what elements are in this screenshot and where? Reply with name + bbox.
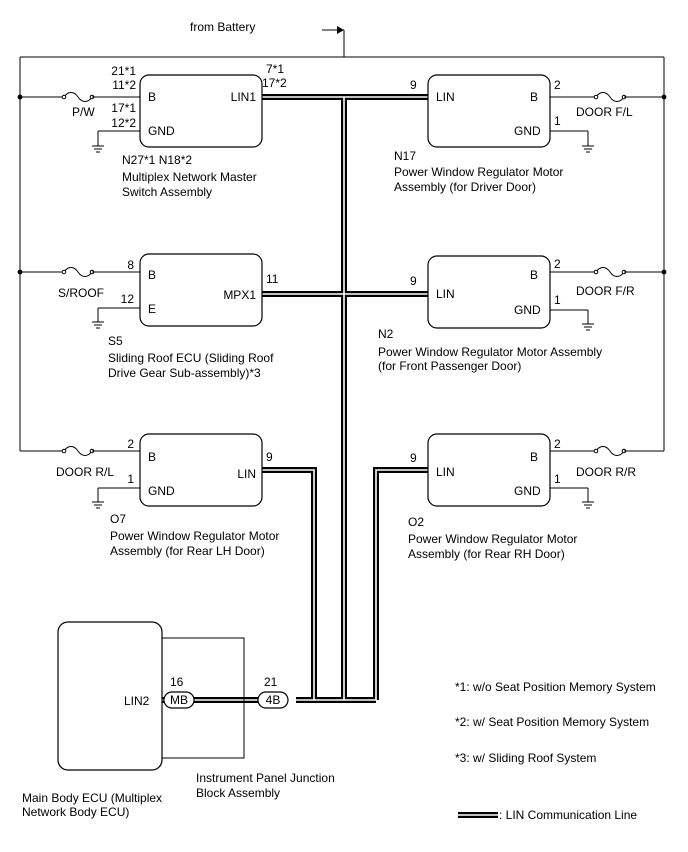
rear-lh-b-pin: 2 xyxy=(127,437,134,451)
rear-lh-gnd-label: GND xyxy=(148,484,175,498)
master-lin-pin-1: 7*1 xyxy=(266,62,284,76)
front-pass-lin-label: LIN xyxy=(436,287,455,301)
main-body-ecu: LIN2 16 21 MB 4B Main Body ECU (Multiple… xyxy=(22,621,335,819)
front-pass-box xyxy=(427,255,551,329)
rear-lh-fuse-label: DOOR R/L xyxy=(56,465,114,479)
rear-rh-lin-label: LIN xyxy=(436,465,455,479)
rear-lh-connector: O7 xyxy=(110,512,126,526)
master-lin-label: LIN1 xyxy=(231,90,257,104)
front-pass-name-2: (for Front Passenger Door) xyxy=(378,359,521,373)
driver-b-label: B xyxy=(530,90,538,104)
front-pass-b-label: B xyxy=(530,268,538,282)
front-pass-name-1: Power Window Regulator Motor Assembly xyxy=(378,345,602,359)
rear-rh-connector: O2 xyxy=(408,515,424,529)
front-pass-gnd-label: GND xyxy=(514,303,541,317)
master-b-label: B xyxy=(148,90,156,104)
main-body-4b-pin: 21 xyxy=(264,675,278,689)
battery-label: from Battery xyxy=(190,20,255,34)
master-switch-box xyxy=(139,74,263,148)
rear-lh-motor: B GND LIN 2 1 9 DOOR R/L O7 Power Window… xyxy=(20,433,279,558)
rear-rh-b-label: B xyxy=(530,450,538,464)
sliding-roof-name-1: Sliding Roof ECU (Sliding Roof xyxy=(108,351,274,365)
sliding-roof-ecu: B E MPX1 8 12 11 S/ROOF S5 Sliding Roof … xyxy=(20,253,279,380)
driver-motor: LIN B GND 9 2 1 DOOR F/L N17 Power Windo… xyxy=(394,74,664,194)
front-pass-motor: LIN B GND 9 2 1 DOOR F/R N2 Power Window… xyxy=(378,255,664,373)
connector-mb xyxy=(163,691,195,709)
rear-rh-box xyxy=(427,433,551,507)
driver-gnd-label: GND xyxy=(514,124,541,138)
sliding-roof-mpx-label: MPX1 xyxy=(223,288,256,302)
sliding-roof-connector: S5 xyxy=(108,334,123,348)
connector-mb-label: MB xyxy=(170,693,188,707)
front-pass-fuse-label: DOOR F/R xyxy=(576,284,635,298)
note-2: *2: w/ Seat Position Memory System xyxy=(455,715,649,729)
master-b-pin-2: 11*2 xyxy=(112,78,136,92)
driver-gnd-pin: 1 xyxy=(554,114,561,128)
master-connector: N27*1 N18*2 xyxy=(122,153,192,167)
master-gnd-label: GND xyxy=(148,124,175,138)
rear-lh-b-label: B xyxy=(148,450,156,464)
rear-lh-lin-pin: 9 xyxy=(266,450,273,464)
rear-rh-name-1: Power Window Regulator Motor xyxy=(408,532,577,546)
rear-lh-name-1: Power Window Regulator Motor xyxy=(110,529,279,543)
driver-box xyxy=(427,74,551,148)
rear-rh-fuse-label: DOOR R/R xyxy=(576,465,636,479)
driver-b-pin: 2 xyxy=(554,78,561,92)
driver-connector: N17 xyxy=(394,149,416,163)
driver-lin-pin: 9 xyxy=(410,78,417,92)
main-body-name-2: Network Body ECU) xyxy=(22,805,129,819)
sliding-roof-box xyxy=(139,253,263,327)
master-name-2: Switch Assembly xyxy=(122,185,212,199)
driver-lin-label: LIN xyxy=(436,90,455,104)
front-pass-gnd-pin: 1 xyxy=(554,293,561,307)
master-fuse-label: P/W xyxy=(72,105,95,119)
rear-rh-motor: LIN B GND 9 2 1 DOOR R/R O2 Power Window… xyxy=(408,433,664,561)
main-body-name-1: Main Body ECU (Multiplex xyxy=(22,791,162,805)
sliding-roof-e-label: E xyxy=(148,302,156,316)
rear-lh-gnd-pin: 1 xyxy=(127,472,134,486)
master-lin-pin-2: 17*2 xyxy=(262,76,287,90)
rear-rh-name-2: Assembly (for Rear RH Door) xyxy=(408,547,565,561)
sliding-roof-b-label: B xyxy=(148,268,156,282)
front-pass-connector: N2 xyxy=(378,327,394,341)
sliding-roof-e-pin: 12 xyxy=(121,292,135,306)
rear-rh-b-pin: 2 xyxy=(554,437,561,451)
master-gnd-pin-2: 12*2 xyxy=(111,116,136,130)
note-3: *3: w/ Sliding Roof System xyxy=(455,751,596,765)
driver-name-1: Power Window Regulator Motor xyxy=(394,165,563,179)
legend-label: : LIN Communication Line xyxy=(499,808,637,822)
rear-lh-box xyxy=(139,433,263,507)
sliding-roof-mpx-pin: 11 xyxy=(266,272,279,286)
rear-rh-lin-pin: 9 xyxy=(410,451,417,465)
sliding-roof-fuse-label: S/ROOF xyxy=(58,286,104,300)
front-pass-b-pin: 2 xyxy=(554,257,561,271)
sliding-roof-name-2: Drive Gear Sub-assembly)*3 xyxy=(108,366,261,380)
junction-name-1: Instrument Panel Junction xyxy=(196,771,335,785)
notes: *1: w/o Seat Position Memory System *2: … xyxy=(455,680,656,765)
lin-bus xyxy=(162,94,428,703)
junction-name-2: Block Assembly xyxy=(196,786,280,800)
rear-rh-gnd-pin: 1 xyxy=(554,472,561,486)
master-gnd-pin-1: 17*1 xyxy=(111,101,136,115)
main-body-lin2-label: LIN2 xyxy=(124,694,150,708)
master-switch: B GND LIN1 21*1 11*2 17*1 12*2 7*1 17*2 … xyxy=(20,62,287,199)
sliding-roof-b-pin: 8 xyxy=(127,258,134,272)
rear-rh-gnd-label: GND xyxy=(514,484,541,498)
note-1: *1: w/o Seat Position Memory System xyxy=(455,680,656,694)
main-body-mb-pin: 16 xyxy=(170,675,184,689)
front-pass-lin-pin: 9 xyxy=(410,274,417,288)
rear-lh-lin-label: LIN xyxy=(237,467,256,481)
connector-4b-label: 4B xyxy=(266,693,281,707)
rear-lh-name-2: Assembly (for Rear LH Door) xyxy=(110,544,265,558)
driver-fuse-label: DOOR F/L xyxy=(576,105,633,119)
driver-name-2: Assembly (for Driver Door) xyxy=(394,180,536,194)
connector-4b xyxy=(257,691,289,709)
junction-block-outline xyxy=(161,637,245,759)
master-b-pin-1: 21*1 xyxy=(111,64,136,78)
master-name-1: Multiplex Network Master xyxy=(122,170,257,184)
legend: : LIN Communication Line xyxy=(458,808,637,822)
